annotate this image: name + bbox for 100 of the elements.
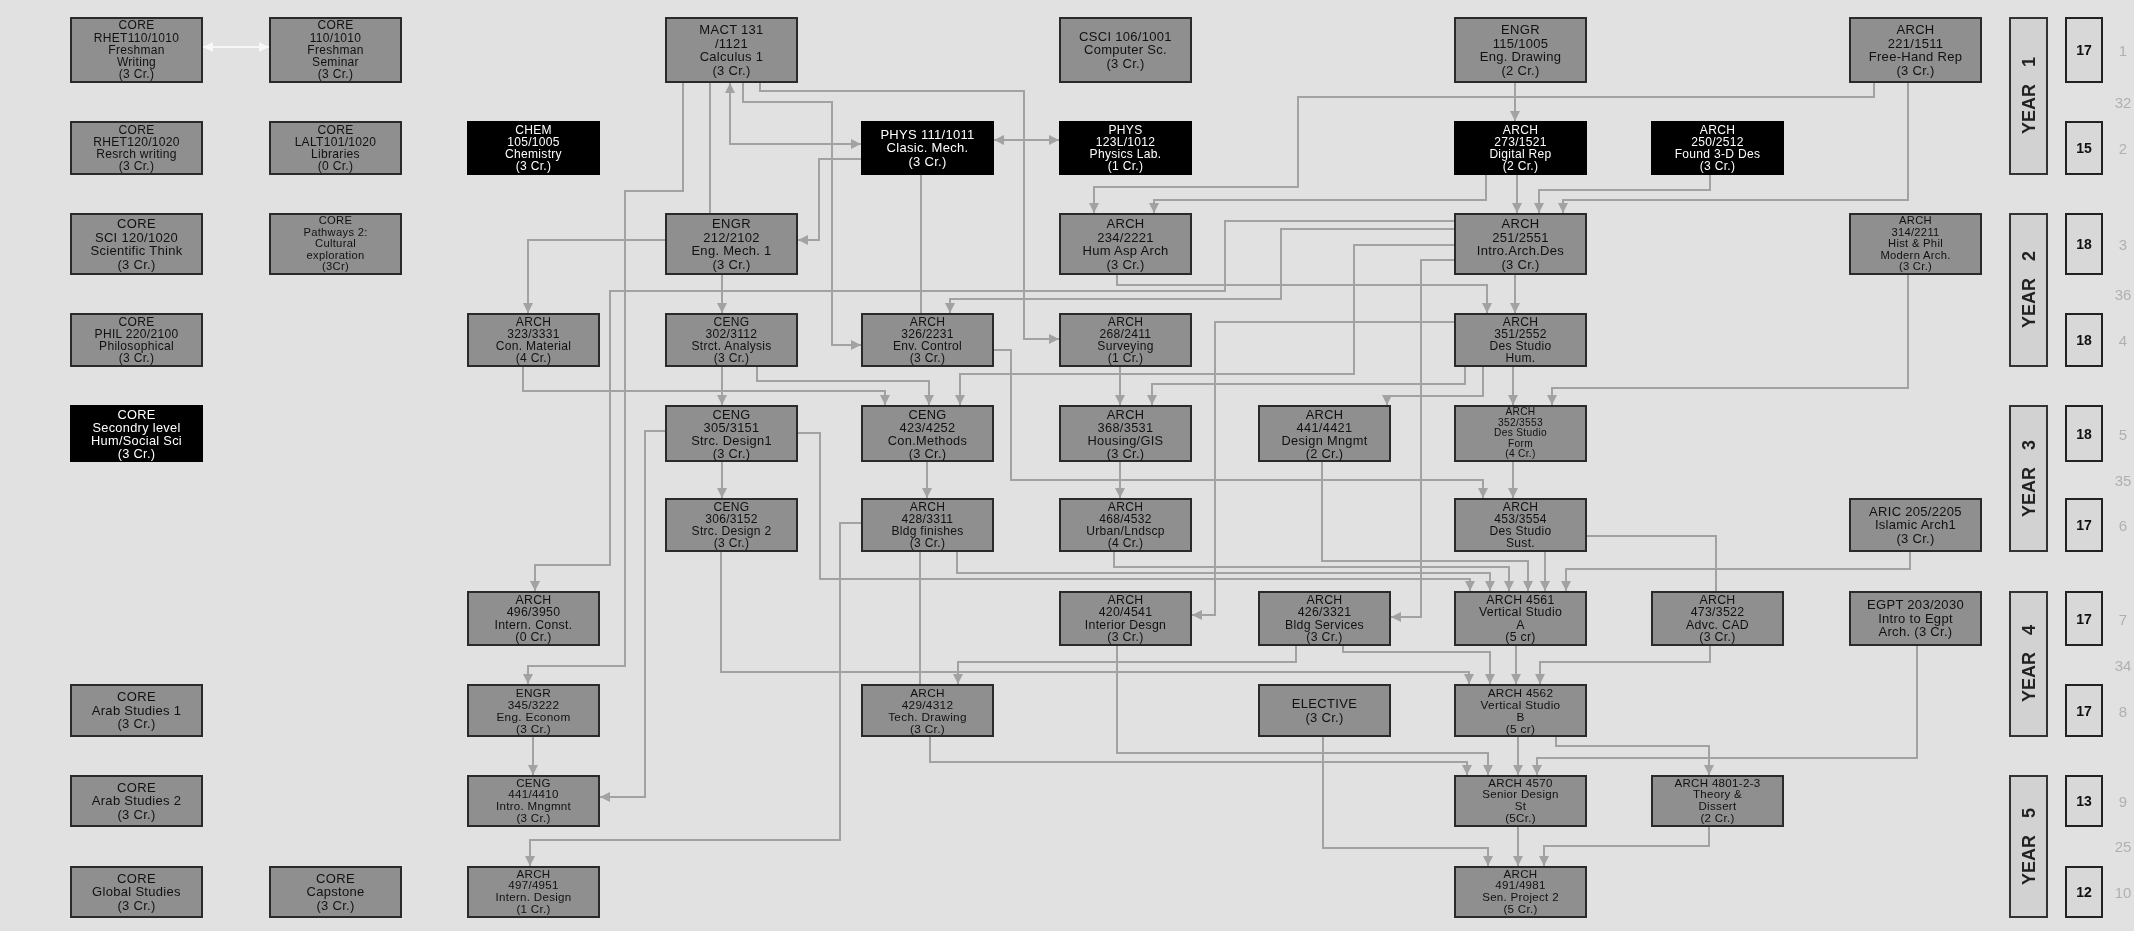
course-text: LALT101/1020 xyxy=(294,135,377,148)
prerequisite-arrow xyxy=(1116,645,1493,776)
course-text: Freshman xyxy=(307,43,364,57)
course-text: ARCH xyxy=(1502,315,1539,328)
connector-line xyxy=(709,82,711,214)
prerequisite-arrow xyxy=(1322,736,1493,867)
course-text: ARCH xyxy=(1306,593,1343,606)
course-text: ARCH xyxy=(1505,407,1536,418)
course-text: Strct. Analysis xyxy=(691,340,772,353)
course-text: CORE xyxy=(118,19,155,32)
credit-total: 13 xyxy=(2076,794,2092,808)
course-box xyxy=(861,405,994,462)
credit-total: 12 xyxy=(2076,885,2092,899)
course-box xyxy=(1454,498,1587,552)
course-text: (3 Cr.) xyxy=(910,722,945,735)
course-text: ARCH xyxy=(1106,407,1145,421)
course-text: 368/3531 xyxy=(1097,420,1154,434)
course-box xyxy=(1454,313,1587,367)
course-text: 326/2231 xyxy=(901,327,954,340)
prerequisite-arrow xyxy=(1191,321,1455,620)
prerequisite-arrow xyxy=(1547,274,1909,406)
prerequisite-arrow xyxy=(522,366,890,406)
course-box xyxy=(1258,405,1391,462)
prerequisite-arrow xyxy=(955,244,1455,406)
course-text: (3 Cr.) xyxy=(117,898,156,913)
prerequisite-arrow xyxy=(720,551,1474,685)
course-text: ARCH xyxy=(1502,123,1539,136)
course-text: 273/1521 xyxy=(1494,135,1547,148)
credit-total: 17 xyxy=(2076,43,2092,57)
prerequisite-arrow xyxy=(528,736,538,776)
course-text: CORE xyxy=(317,19,354,32)
course-box xyxy=(269,866,402,918)
prerequisite-arrow xyxy=(1512,174,1522,214)
course-text: 352/3553 xyxy=(1498,417,1543,428)
prerequisite-arrow xyxy=(1558,82,1909,214)
connector-line xyxy=(920,174,922,314)
course-box xyxy=(467,591,600,646)
prerequisite-arrow xyxy=(1535,645,1711,685)
course-text: EGPT 203/2030 xyxy=(1867,598,1964,612)
course-text: Hist & Phil xyxy=(1888,238,1943,250)
year-bar xyxy=(2009,775,2048,918)
course-text: Intro.Arch.Des xyxy=(1476,244,1565,258)
course-text: Hum. xyxy=(1505,352,1536,365)
course-text: CORE xyxy=(117,780,156,795)
course-box xyxy=(1059,313,1192,367)
course-box xyxy=(1059,213,1192,275)
course-text: Des Studio xyxy=(1494,428,1547,439)
course-box xyxy=(70,17,203,83)
prerequisite-arrow xyxy=(525,522,862,867)
course-text: ARCH xyxy=(1699,593,1736,606)
course-box xyxy=(70,213,203,275)
course-text: Con.Methods xyxy=(887,433,968,447)
course-box xyxy=(1059,591,1192,646)
course-text: 306/3152 xyxy=(705,512,758,525)
semester-credits-box xyxy=(2065,313,2103,367)
course-text: Computer Sc. xyxy=(1083,43,1168,57)
course-text: Des Studio xyxy=(1489,340,1552,353)
course-text: 110/1010 xyxy=(309,31,362,44)
prerequisite-arrow xyxy=(202,42,270,52)
course-text: Physics Lab. xyxy=(1089,148,1162,161)
course-text: ARCH xyxy=(1106,217,1145,231)
prerequisite-arrow xyxy=(929,736,1472,776)
course-box xyxy=(1454,866,1587,918)
course-text: (3 Cr.) xyxy=(1305,710,1344,724)
course-text: (3 Cr.) xyxy=(1106,257,1145,271)
course-text: 473/3522 xyxy=(1690,606,1745,619)
year-bar xyxy=(2009,405,2048,552)
course-text: Libraries xyxy=(311,148,360,161)
course-text: (3 Cr.) xyxy=(117,446,156,460)
prerequisite-arrow xyxy=(717,274,727,314)
course-text: Form xyxy=(1508,438,1533,449)
prerequisite-arrow xyxy=(1147,366,1466,406)
course-text: 453/3554 xyxy=(1494,512,1547,525)
course-text: (2 Cr.) xyxy=(1501,63,1540,77)
course-text: (3 Cr.) xyxy=(1107,631,1144,644)
course-text: Arab Studies 1 xyxy=(91,703,182,718)
course-box xyxy=(1454,17,1587,83)
prerequisite-arrow xyxy=(717,366,727,406)
course-text: PHIL 220/2100 xyxy=(94,327,179,340)
course-box xyxy=(467,866,600,918)
credit-total: 15 xyxy=(2076,141,2092,155)
prerequisite-arrow xyxy=(1561,551,1911,592)
course-text: (2 Cr.) xyxy=(1700,812,1735,825)
prerequisite-arrow xyxy=(797,432,1475,592)
course-text: 441/4410 xyxy=(508,789,559,801)
course-text: ENGR xyxy=(712,217,751,231)
course-text: 345/3222 xyxy=(507,698,560,711)
course-text: (3 Cr.) xyxy=(117,807,156,822)
prerequisite-arrow xyxy=(756,366,934,406)
course-text: (5 cr) xyxy=(1505,631,1536,644)
course-text: (0 Cr.) xyxy=(515,631,552,644)
course-box xyxy=(70,313,203,367)
course-text: CORE xyxy=(117,871,156,886)
semester-credits-box xyxy=(2065,17,2103,83)
course-text: CENG xyxy=(908,407,947,421)
course-text: Seminar xyxy=(312,56,359,69)
course-text: (2 Cr.) xyxy=(1502,160,1539,173)
year-bar xyxy=(2009,591,2048,737)
course-text: exploration xyxy=(306,249,365,262)
prerequisite-arrow xyxy=(1382,366,1484,406)
